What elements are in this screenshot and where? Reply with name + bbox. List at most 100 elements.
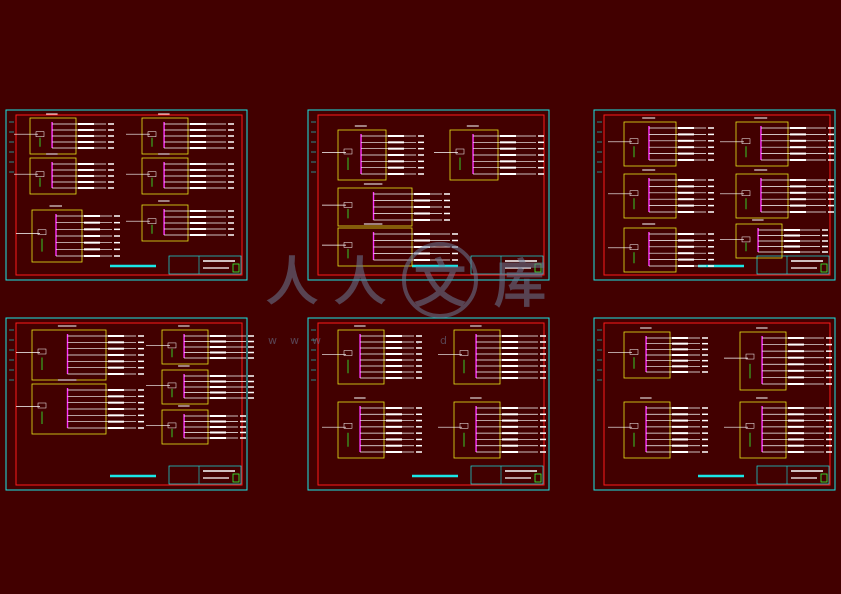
distribution-panel [608, 327, 708, 379]
panel-box [739, 331, 787, 391]
distribution-panel [720, 219, 828, 259]
watermark-url-1: w [268, 334, 277, 347]
distribution-panel [724, 327, 832, 391]
breaker-symbol [343, 202, 353, 208]
distribution-panel [16, 325, 144, 381]
distribution-panel [322, 223, 458, 267]
breaker-symbol [343, 423, 353, 429]
distribution-panel [322, 183, 450, 227]
distribution-panel [608, 397, 708, 459]
sheet-inner-border [317, 114, 545, 276]
panel-box [735, 121, 789, 167]
sheet-inner-border [15, 114, 243, 276]
breaker-symbol [629, 349, 639, 355]
panel-box [735, 173, 789, 219]
title-block [756, 465, 830, 485]
distribution-panel [322, 325, 422, 385]
distribution-panel [720, 117, 834, 167]
drawing-sheet [307, 317, 550, 491]
panel-box [623, 121, 677, 167]
title-block [756, 255, 830, 275]
watermark-url-2: w [290, 334, 299, 347]
drawing-sheets [5, 109, 836, 491]
drawing-sheet [593, 109, 836, 281]
title-block-logo [820, 263, 828, 273]
sheet-border [593, 109, 836, 281]
drawing-sheet [593, 317, 836, 491]
title-block-logo [534, 263, 542, 273]
distribution-panel [608, 169, 714, 219]
breaker-symbol [343, 148, 353, 155]
watermark-url-4: . [416, 334, 420, 347]
title-block-logo [232, 473, 240, 483]
breaker-symbol [343, 242, 353, 248]
breaker-symbol [741, 236, 751, 243]
distribution-panel [434, 125, 544, 181]
breaker-symbol [629, 138, 639, 144]
sheet-inner-border [317, 322, 545, 486]
breaker-symbol [459, 350, 469, 356]
panel-box [739, 401, 787, 459]
panel-box [453, 329, 501, 385]
sheet-border [5, 317, 248, 491]
breaker-symbol [35, 171, 45, 177]
title-block [168, 255, 242, 275]
breaker-symbol [147, 171, 157, 177]
sheet-border [5, 109, 248, 281]
distribution-panel [126, 153, 234, 195]
distribution-panel [16, 379, 144, 435]
panel-box [453, 401, 501, 459]
distribution-panel [322, 397, 422, 459]
watermark-char-4: 库 [494, 255, 546, 315]
breaker-symbol [35, 131, 45, 137]
watermark-char-3: 文 [414, 255, 466, 315]
distribution-panel [146, 405, 246, 445]
title-block-logo [534, 473, 542, 483]
sheet-inner-border [603, 114, 831, 276]
watermark-char-1: 人 [266, 253, 318, 313]
distribution-panel [146, 365, 254, 405]
panel-box [337, 401, 385, 459]
distribution-panel [14, 113, 114, 155]
watermark-ring [402, 242, 478, 318]
breaker-symbol [343, 350, 353, 356]
breaker-symbol [167, 382, 177, 389]
title-block [470, 465, 544, 485]
distribution-panel [438, 325, 546, 385]
sheet-inner-border [15, 322, 243, 486]
breaker-symbol [37, 402, 47, 409]
distribution-panel [720, 169, 834, 219]
sheet-border [307, 317, 550, 491]
breaker-symbol [741, 138, 751, 144]
distribution-panel [16, 205, 120, 263]
breaker-symbol [629, 423, 639, 429]
breaker-symbol [37, 229, 47, 236]
breaker-symbol [167, 422, 177, 429]
panel-box [623, 401, 671, 459]
drawing-sheet [5, 109, 248, 281]
breaker-symbol [745, 353, 755, 360]
breaker-symbol [147, 131, 157, 137]
panel-box [623, 173, 677, 219]
panel-box [623, 227, 677, 273]
distribution-panel [146, 325, 254, 365]
breaker-symbol [629, 244, 639, 250]
sheet-border [307, 109, 550, 281]
title-block [168, 465, 242, 485]
distribution-panel [608, 117, 714, 167]
distribution-panel [724, 397, 832, 459]
distribution-panel [322, 125, 424, 181]
breaker-symbol [147, 218, 157, 224]
distribution-panel [126, 200, 234, 242]
breaker-symbol [37, 348, 47, 355]
watermark-url-5: d [440, 334, 447, 347]
drawing-sheet [5, 317, 254, 491]
title-block-logo [820, 473, 828, 483]
breaker-symbol [459, 423, 469, 429]
watermark-char-2: 人 [334, 253, 386, 313]
watermark-url-3: w [312, 334, 321, 347]
panel-box [337, 329, 385, 385]
sheet-inner-border [603, 322, 831, 486]
distribution-panel [14, 153, 114, 195]
